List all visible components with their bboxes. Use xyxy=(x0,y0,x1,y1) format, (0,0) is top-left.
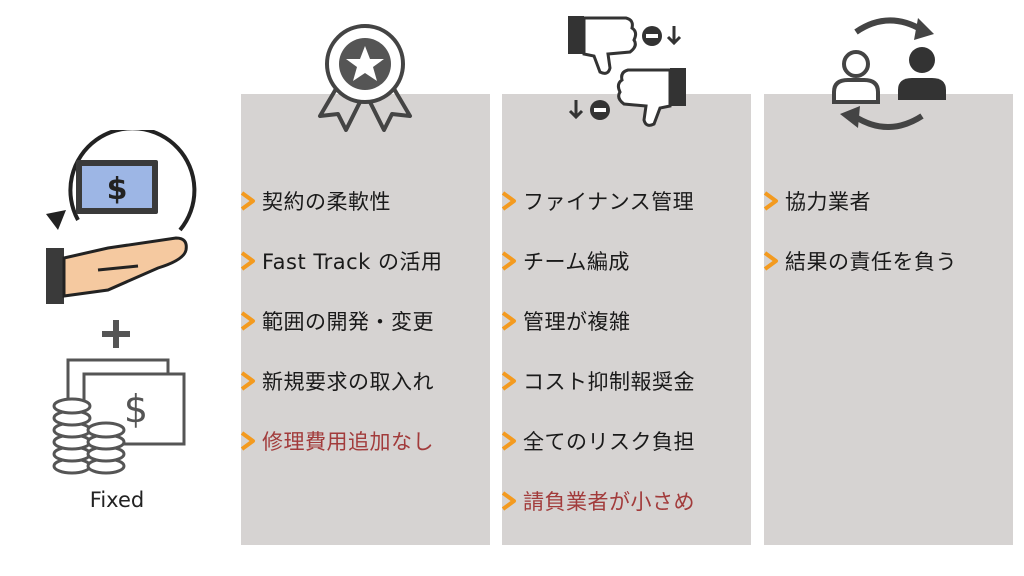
list-item: 全てのリスク負担 xyxy=(501,426,695,456)
plus-icon xyxy=(100,318,132,350)
list-item-label: ファイナンス管理 xyxy=(523,190,695,214)
list-item: チーム編成 xyxy=(501,246,630,276)
chevron-right-icon xyxy=(501,191,516,211)
list-item-label: Fast Track の活用 xyxy=(262,250,443,274)
list-item-label: 協力業者 xyxy=(785,190,871,214)
list-item: 結果の責任を負う xyxy=(763,246,957,276)
list-item-label: 請負業者が小さめ xyxy=(523,490,695,514)
list-item-label: 契約の柔軟性 xyxy=(262,190,391,214)
people-exchange-icon xyxy=(826,12,950,134)
svg-text:$: $ xyxy=(124,387,148,431)
chevron-right-icon xyxy=(240,311,255,331)
svg-text:$: $ xyxy=(107,172,128,207)
list-item: コスト抑制報奨金 xyxy=(501,366,695,396)
list-item: 協力業者 xyxy=(763,186,871,216)
column-panel-1 xyxy=(241,94,490,545)
thumbs-down-icon xyxy=(564,10,690,132)
money-cycle-hand-icon: $ xyxy=(38,130,198,310)
list-item: 契約の柔軟性 xyxy=(240,186,391,216)
chevron-right-icon xyxy=(501,371,516,391)
list-item-label: 全てのリスク負担 xyxy=(523,430,695,454)
list-item-label: 結果の責任を負う xyxy=(785,250,957,274)
chevron-right-icon xyxy=(763,251,778,271)
list-item-label: 管理が複雑 xyxy=(523,310,631,334)
chevron-right-icon xyxy=(240,191,255,211)
fixed-caption: Fixed xyxy=(89,488,145,512)
list-item: 管理が複雑 xyxy=(501,306,631,336)
list-item-label: 新規要求の取入れ xyxy=(262,370,434,394)
list-item-label: 範囲の開発・変更 xyxy=(262,310,434,334)
list-item-label: チーム編成 xyxy=(523,250,630,274)
coins-and-banknote-icon: $ xyxy=(50,356,190,480)
list-item-label: 修理費用追加なし xyxy=(262,430,434,454)
list-item: ファイナンス管理 xyxy=(501,186,694,216)
award-ribbon-icon xyxy=(310,20,420,132)
list-item: 請負業者が小さめ xyxy=(501,486,695,516)
chevron-right-icon xyxy=(501,491,516,511)
chevron-right-icon xyxy=(501,431,516,451)
list-item: 修理費用追加なし xyxy=(240,426,434,456)
chevron-right-icon xyxy=(240,431,255,451)
chevron-right-icon xyxy=(240,251,255,271)
chevron-right-icon xyxy=(240,371,255,391)
chevron-right-icon xyxy=(763,191,778,211)
column-panel-3 xyxy=(764,94,1013,545)
list-item: Fast Track の活用 xyxy=(240,246,443,276)
list-item-label: コスト抑制報奨金 xyxy=(523,370,695,394)
column-panel-2 xyxy=(502,94,751,545)
list-item: 新規要求の取入れ xyxy=(240,366,434,396)
list-item: 範囲の開発・変更 xyxy=(240,306,434,336)
chevron-right-icon xyxy=(501,311,516,331)
chevron-right-icon xyxy=(501,251,516,271)
